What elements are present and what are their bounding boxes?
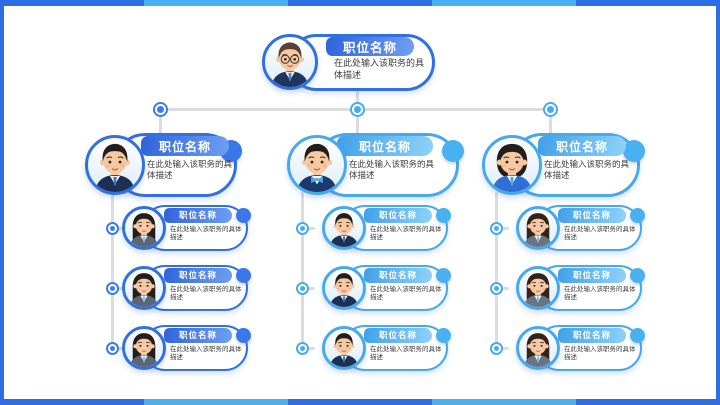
position-title: 职位名称 [164, 327, 232, 343]
avatar [322, 206, 366, 250]
connector-stub [496, 286, 509, 290]
connector-node [152, 102, 168, 117]
connector-drop-right [548, 110, 552, 136]
frame-right-bar [716, 0, 720, 405]
connector-stub [112, 226, 125, 230]
position-description: 在此处输入该职务的具体描述 [170, 284, 242, 301]
position-description: 在此处输入该职务的具体描述 [170, 224, 242, 241]
connector-stub [302, 226, 315, 230]
frame-top-bar [0, 0, 720, 6]
connector-stub [302, 346, 315, 350]
position-description: 在此处输入该职务的具体描述 [370, 284, 442, 301]
connector-node [489, 281, 503, 295]
org-card-child[interactable]: 职位名称 在此处输入该职务的具体描述 [516, 325, 645, 371]
connector-node [542, 102, 558, 117]
connector-stub [302, 286, 315, 290]
avatar [322, 266, 366, 310]
connector-trunk-right [494, 192, 498, 350]
position-title: 职位名称 [558, 267, 626, 283]
position-title: 职位名称 [558, 327, 626, 343]
connector-node [295, 221, 309, 235]
org-card-child[interactable]: 职位名称 在此处输入该职务的具体描述 [122, 325, 251, 371]
position-title: 职位名称 [558, 207, 626, 223]
org-card-parent[interactable]: 职位名称 在此处输入该职务的具体描述 [287, 133, 464, 197]
position-description: 在此处输入该职务的具体描述 [349, 160, 435, 181]
position-title: 职位名称 [326, 37, 414, 56]
position-title: 职位名称 [364, 267, 432, 283]
org-card-child[interactable]: 职位名称 在此处输入该职务的具体描述 [516, 205, 645, 251]
connector-node [349, 102, 365, 117]
decor-circle [236, 268, 251, 283]
avatar [122, 206, 166, 250]
connector-node [105, 341, 119, 355]
position-description: 在此处输入该职务的具体描述 [170, 344, 242, 361]
position-title: 职位名称 [538, 136, 626, 156]
position-title: 职位名称 [364, 327, 432, 343]
avatar [322, 326, 366, 370]
frame-bottom-bar [0, 399, 720, 405]
frame-left-bar [0, 0, 4, 405]
avatar [85, 135, 145, 195]
position-title: 职位名称 [141, 136, 229, 156]
connector-node [489, 221, 503, 235]
position-description: 在此处输入该职务的具体描述 [147, 160, 233, 181]
position-description: 在此处输入该职务的具体描述 [564, 344, 636, 361]
position-title: 职位名称 [164, 267, 232, 283]
connector-root-drop [355, 89, 359, 110]
org-card-child[interactable]: 职位名称 在此处输入该职务的具体描述 [516, 265, 645, 311]
org-card-parent[interactable]: 职位名称 在此处输入该职务的具体描述 [85, 133, 242, 197]
position-title: 职位名称 [337, 136, 433, 156]
connector-drop-middle [355, 110, 359, 136]
connector-node [295, 341, 309, 355]
connector-node [489, 341, 503, 355]
decor-circle [630, 208, 645, 223]
avatar [262, 34, 318, 90]
connector-node [105, 221, 119, 235]
decor-circle [236, 328, 251, 343]
position-description: 在此处输入该职务的具体描述 [544, 160, 630, 181]
position-description: 在此处输入该职务的具体描述 [564, 284, 636, 301]
connector-trunk-left [110, 192, 114, 350]
org-card-child[interactable]: 职位名称 在此处输入该职务的具体描述 [322, 265, 451, 311]
avatar [516, 206, 560, 250]
decor-circle [630, 328, 645, 343]
org-card-child[interactable]: 职位名称 在此处输入该职务的具体描述 [122, 205, 251, 251]
avatar [122, 326, 166, 370]
decor-circle [436, 208, 451, 223]
connector-trunk-middle [300, 192, 304, 350]
position-description: 在此处输入该职务的具体描述 [370, 344, 442, 361]
connector-drop-left [158, 110, 162, 136]
org-card-child[interactable]: 职位名称 在此处输入该职务的具体描述 [322, 325, 451, 371]
position-description: 在此处输入该职务的具体描述 [370, 224, 442, 241]
decor-circle [630, 268, 645, 283]
decor-circle [436, 268, 451, 283]
avatar [482, 135, 542, 195]
org-card-root[interactable]: 职位名称 在此处输入该职务的具体描述 [262, 34, 435, 91]
avatar [287, 135, 347, 195]
position-title: 职位名称 [164, 207, 232, 223]
org-card-child[interactable]: 职位名称 在此处输入该职务的具体描述 [322, 205, 451, 251]
avatar [516, 326, 560, 370]
connector-stub [496, 346, 509, 350]
decor-circle [442, 140, 464, 162]
avatar [516, 266, 560, 310]
position-description: 在此处输入该职务的具体描述 [334, 59, 425, 81]
org-card-parent[interactable]: 职位名称 在此处输入该职务的具体描述 [482, 133, 645, 197]
avatar [122, 266, 166, 310]
decor-circle [623, 140, 645, 162]
decor-circle [436, 328, 451, 343]
connector-stub [112, 346, 125, 350]
connector-node [105, 281, 119, 295]
decor-circle [236, 208, 251, 223]
connector-stub [112, 286, 125, 290]
connector-node [295, 281, 309, 295]
connector-stub [496, 226, 509, 230]
org-card-child[interactable]: 职位名称 在此处输入该职务的具体描述 [122, 265, 251, 311]
position-title: 职位名称 [364, 207, 432, 223]
position-description: 在此处输入该职务的具体描述 [564, 224, 636, 241]
